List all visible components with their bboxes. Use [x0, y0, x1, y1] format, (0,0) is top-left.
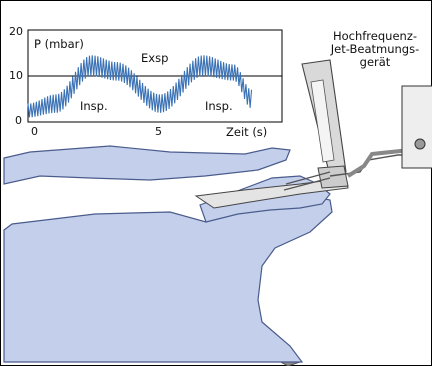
patient-body: [4, 194, 332, 362]
x-tick-0: 0: [31, 125, 38, 138]
x-axis-label: Zeit (s): [226, 126, 267, 139]
annotation-insp-1: Insp.: [80, 100, 108, 113]
y-tick-10: 10: [9, 69, 23, 82]
annotation-exsp: Exsp: [141, 52, 168, 65]
y-tick-20: 20: [9, 25, 23, 38]
annotation-insp-2: Insp.: [205, 100, 233, 113]
x-tick-5: 5: [155, 125, 162, 138]
hfjv-device: [402, 86, 432, 168]
y-axis-label: P (mbar): [34, 38, 84, 51]
jet-tube: [348, 150, 410, 176]
device-label-line-3: gerät: [320, 56, 430, 69]
device-label: Hochfrequenz- Jet-Beatmungs- gerät: [320, 30, 430, 69]
patient-arm: [4, 146, 290, 184]
y-tick-0: 0: [15, 114, 22, 127]
